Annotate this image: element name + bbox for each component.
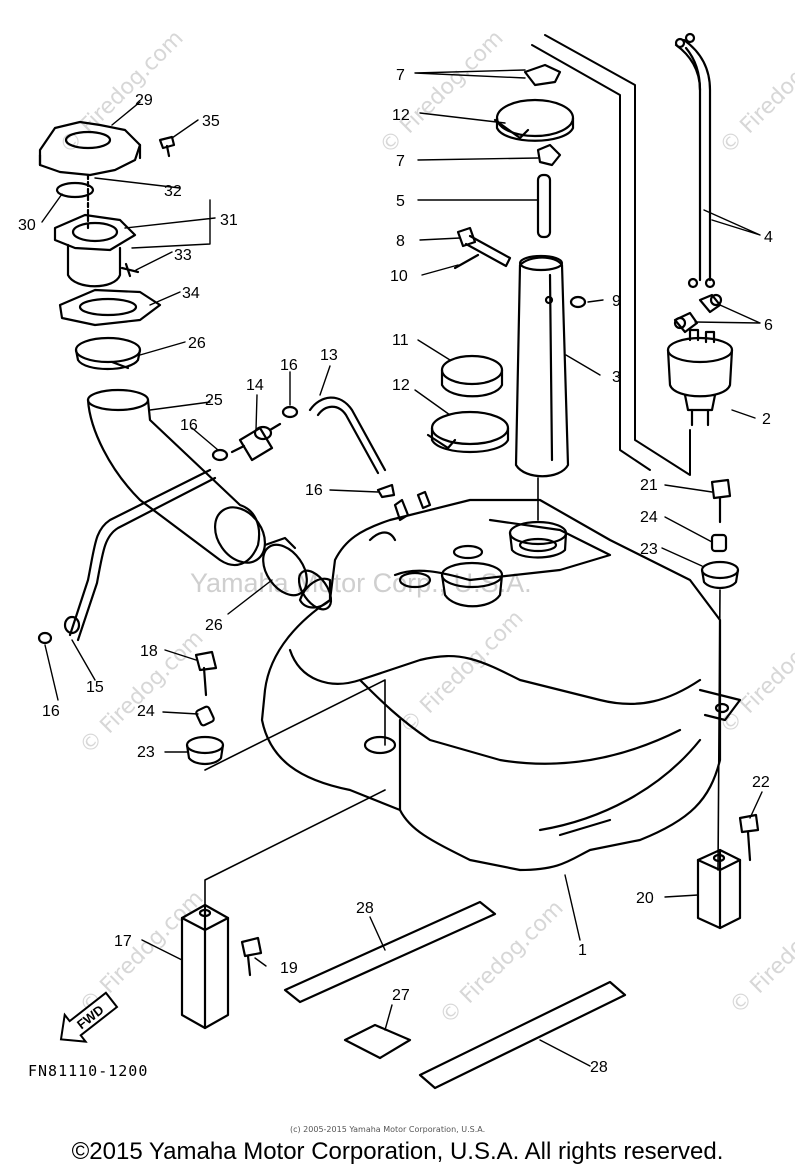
callout-3: 3 [612,369,621,386]
part-16-clamps [37,405,396,645]
callout-21: 21 [640,477,658,494]
part-20-bracket [696,848,742,930]
part-31-filler-neck [53,213,137,288]
callout-16: 16 [305,482,323,499]
callout-16: 16 [180,417,198,434]
callout-35: 35 [202,113,220,130]
callout-28: 28 [590,1059,608,1076]
callout-13: 13 [320,347,338,364]
part-34-gasket [58,288,162,327]
callout-10: 10 [390,268,408,285]
callout-32: 32 [164,183,182,200]
callout-24: 24 [137,703,155,720]
callout-12: 12 [392,107,410,124]
callout-6: 6 [764,317,773,334]
part-4-vent-tubes [674,32,716,289]
leader-line [717,589,721,871]
callout-17: 17 [114,933,132,950]
callout-24: 24 [640,509,658,526]
callout-29: 29 [135,92,153,109]
part-9-washer [569,295,587,309]
part-26-clamp-top [74,336,142,370]
part-35-screw [158,135,176,158]
callout-18: 18 [140,643,158,660]
part-code: FN81110-1200 [28,1062,149,1080]
part-26-clamp-lower [262,536,308,597]
callout-34: 34 [182,285,200,302]
fuel-tank [260,490,742,872]
callout-9: 9 [612,293,621,310]
part-25-filler-hose [86,388,267,567]
part-33-bolt [120,262,140,278]
part-17-bracket [180,903,230,1030]
callout-22: 22 [752,774,770,791]
callout-4: 4 [764,229,773,246]
callout-26: 26 [205,617,223,634]
callout-33: 33 [174,247,192,264]
callout-25: 25 [205,392,223,409]
callout-8: 8 [396,233,405,250]
part-27-pad [343,1023,412,1060]
watermark-center: Yamaha Motor Corp., U.S.A. [190,568,532,598]
callout-31: 31 [220,212,238,229]
callout-16: 16 [280,357,298,374]
part-10-cotter-pin [453,253,480,270]
part-12-clamp-mid [426,410,510,454]
part-3-filler-cover [514,254,570,478]
part-6-elbows [673,293,723,334]
part-23-grommet-left [185,735,225,766]
callout-23: 23 [137,744,155,761]
part-13-hose [308,396,387,475]
copyright: ©2015 Yamaha Motor Corporation, U.S.A. A… [71,1138,724,1165]
callout-7: 7 [396,153,405,170]
callout-2: 2 [762,411,771,428]
callout-19: 19 [280,960,298,977]
callout-1: 1 [578,942,587,959]
leader-line [204,679,386,771]
part-23-grommet-right [700,560,740,590]
callout-30: 30 [18,217,36,234]
small-copyright: (c) 2005-2015 Yamaha Motor Corporation, … [290,1125,486,1134]
part-7-clips [523,63,562,167]
part-22-bolt [738,813,760,862]
part-19-bolt [240,936,263,977]
callout-16: 16 [42,703,60,720]
part-28-pad-bottom [418,980,627,1090]
part-2-valve [666,328,734,427]
callout-23: 23 [640,541,658,558]
part-21-bolt [710,478,732,524]
callout-27: 27 [392,987,410,1004]
part-5-pin [536,173,552,239]
callout-7: 7 [396,67,405,84]
callout-28: 28 [356,900,374,917]
tank-inlet [297,569,333,611]
leader-frame [531,34,691,476]
part-12-clamp-top [493,98,575,142]
part-15-breather-hose [68,468,217,642]
callout-14: 14 [246,377,264,394]
part-14-check-valve [230,422,282,462]
part-29-fuel-cap [38,120,142,177]
part-24-collar-right [710,533,728,553]
callout-20: 20 [636,890,654,907]
part-18-bolt [194,650,218,697]
forward-arrow-icon: FWD [59,991,119,1043]
part-11-cap [440,354,504,398]
callout-5: 5 [396,193,405,210]
part-28-pad-top [283,900,497,1004]
part-24-collar-left [195,705,215,727]
callout-15: 15 [86,679,104,696]
part-8-bolt [456,226,512,268]
callout-11: 11 [392,332,409,349]
leader-line [204,789,386,911]
callout-26: 26 [188,335,206,352]
callout-leaders [41,69,763,1067]
part-30-gasket [55,181,95,199]
hose-end [63,615,81,635]
callout-12: 12 [392,377,410,394]
